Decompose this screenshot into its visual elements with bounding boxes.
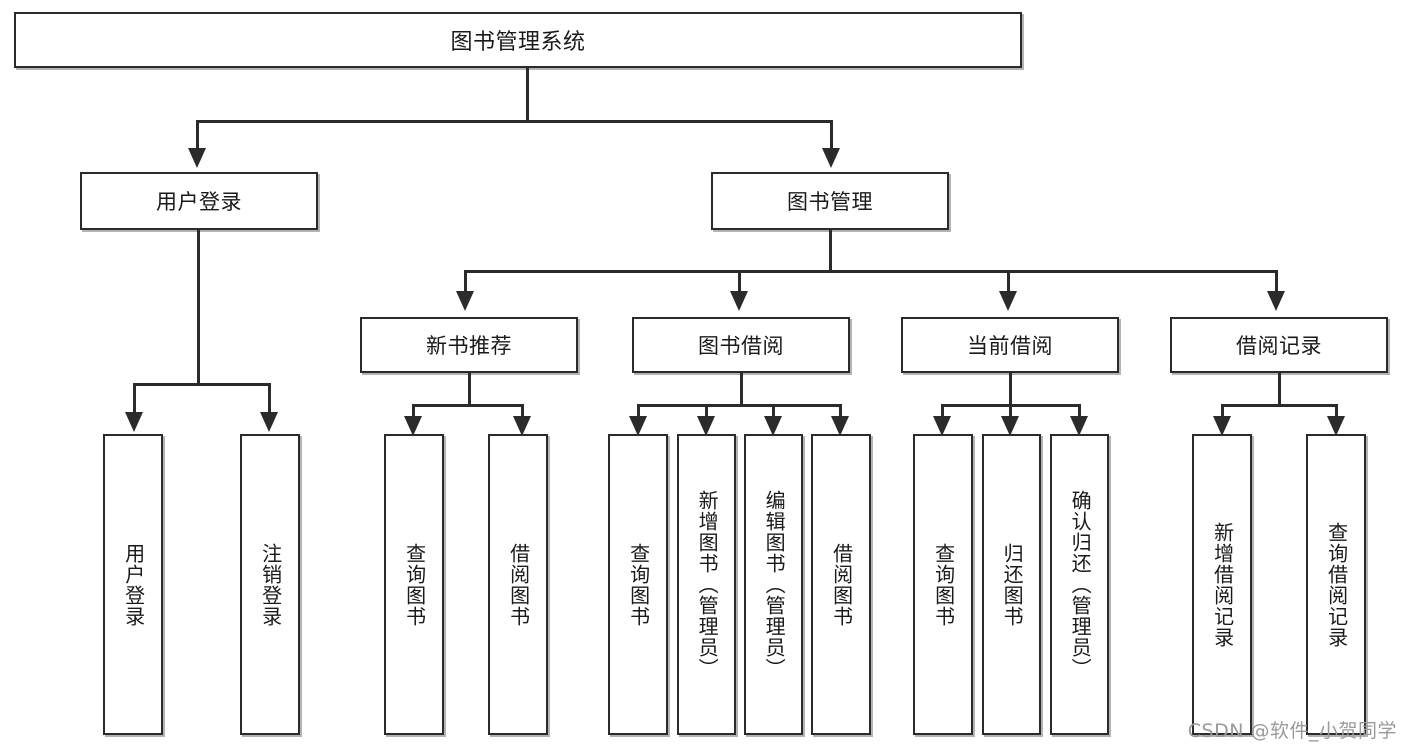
leaf-label: 确认归还（管理员）	[1068, 490, 1093, 679]
leaf-label: 借阅图书	[506, 542, 531, 627]
connector-root-to-book-manage	[830, 120, 833, 149]
arrowhead-to-user-login	[188, 148, 206, 168]
leaf-query-record[interactable]: 查询借阅记录	[1306, 434, 1366, 735]
leaf-borrow-book-1[interactable]: 借阅图书	[488, 434, 548, 735]
leaf-label: 注销登录	[258, 542, 283, 627]
leaf-label: 编辑图书（管理员）	[762, 490, 787, 679]
connector-root-to-user-login	[196, 120, 199, 149]
arrowhead-current-borrow	[999, 291, 1017, 311]
connector-book-borrow-to-leaf-4	[839, 404, 842, 420]
connector-book-borrow-stem	[740, 373, 743, 406]
arrowhead-leaf-edit-book	[764, 416, 782, 436]
connector-book-borrow-to-leaf-1	[637, 404, 640, 420]
arrowhead-leaf-query-book-2	[629, 416, 647, 436]
arrowhead-leaf-add-book	[697, 416, 715, 436]
arrowhead-leaf-add-record	[1213, 416, 1231, 436]
node-label: 当前借阅	[967, 334, 1053, 358]
node-label: 新书推荐	[426, 334, 512, 358]
connector-borrow-record-bus	[1221, 404, 1338, 407]
node-label: 用户登录	[156, 190, 242, 214]
leaf-label: 新增借阅记录	[1210, 521, 1235, 648]
connector-user-login-to-leaf-2	[268, 383, 271, 413]
connector-current-borrow-stem	[1009, 373, 1012, 406]
connector-current-borrow-to-leaf-1	[941, 404, 944, 420]
connector-root-bus	[196, 120, 833, 123]
connector-new-book-to-leaf-2	[521, 404, 524, 420]
arrowhead-leaf-query-book-3	[933, 416, 951, 436]
leaf-query-book-1[interactable]: 查询图书	[384, 434, 444, 735]
arrowhead-leaf-borrow-book-1	[513, 416, 531, 436]
connector-borrow-record-to-leaf-1	[1221, 404, 1224, 420]
leaf-query-book-3[interactable]: 查询图书	[913, 434, 973, 735]
node-borrow-record[interactable]: 借阅记录	[1170, 317, 1388, 373]
leaf-user-login[interactable]: 用户登录	[103, 434, 163, 735]
node-book-borrow[interactable]: 图书借阅	[632, 317, 850, 373]
connector-user-login-stem	[197, 230, 200, 385]
leaf-borrow-book-2[interactable]: 借阅图书	[811, 434, 871, 735]
leaf-query-book-2[interactable]: 查询图书	[608, 434, 668, 735]
connector-book-manage-to-current-borrow	[1007, 270, 1010, 292]
leaf-confirm-return[interactable]: 确认归还（管理员）	[1050, 434, 1109, 735]
leaf-label: 借阅图书	[829, 542, 854, 627]
leaf-return-book[interactable]: 归还图书	[982, 434, 1041, 735]
connector-book-borrow-to-leaf-3	[772, 404, 775, 420]
node-label: 图书管理	[787, 190, 873, 214]
node-new-book-recommend[interactable]: 新书推荐	[360, 317, 578, 373]
connector-new-book-bus	[412, 404, 524, 407]
node-label: 借阅记录	[1236, 334, 1322, 358]
node-label: 图书借阅	[698, 334, 784, 358]
leaf-logout-login[interactable]: 注销登录	[240, 434, 300, 735]
connector-borrow-record-stem	[1278, 373, 1281, 406]
arrowhead-book-borrow	[730, 291, 748, 311]
arrowhead-leaf-return-book	[1001, 416, 1019, 436]
arrowhead-leaf-query-record	[1327, 416, 1345, 436]
leaf-label: 查询图书	[931, 542, 956, 627]
connector-new-book-to-leaf-1	[412, 404, 415, 420]
connector-book-manage-to-borrow-record	[1275, 270, 1278, 292]
connector-current-borrow-to-leaf-3	[1078, 404, 1081, 420]
node-label: 图书管理系统	[450, 30, 586, 55]
connector-book-borrow-to-leaf-2	[705, 404, 708, 420]
connector-borrow-record-to-leaf-2	[1335, 404, 1338, 420]
connector-book-manage-stem	[829, 230, 832, 272]
leaf-edit-book[interactable]: 编辑图书（管理员）	[744, 434, 803, 735]
leaf-add-book[interactable]: 新增图书（管理员）	[677, 434, 736, 735]
leaf-label: 新增图书（管理员）	[695, 490, 720, 679]
leaf-add-record[interactable]: 新增借阅记录	[1192, 434, 1252, 735]
arrowhead-leaf-user-login	[125, 412, 143, 432]
connector-user-login-bus	[133, 383, 271, 386]
arrowhead-leaf-borrow-book-2	[831, 416, 849, 436]
node-book-manage[interactable]: 图书管理	[711, 172, 949, 230]
leaf-label: 查询图书	[626, 542, 651, 627]
arrowhead-borrow-record	[1267, 291, 1285, 311]
connector-book-manage-to-book-borrow	[738, 270, 741, 292]
arrowhead-leaf-confirm-return	[1070, 416, 1088, 436]
connector-current-borrow-to-leaf-2	[1009, 404, 1012, 420]
connector-user-login-to-leaf-1	[133, 383, 136, 413]
connector-book-borrow-bus	[637, 404, 841, 407]
arrowhead-new-book-recommend	[456, 291, 474, 311]
connector-book-manage-to-new-book	[464, 270, 467, 292]
leaf-label: 归还图书	[1000, 542, 1025, 627]
connector-book-manage-bus	[464, 270, 1278, 273]
connector-root-stem	[526, 68, 529, 120]
leaf-label: 用户登录	[121, 542, 146, 627]
node-current-borrow[interactable]: 当前借阅	[901, 317, 1119, 373]
node-user-login[interactable]: 用户登录	[80, 172, 318, 230]
connector-new-book-stem	[468, 373, 471, 406]
leaf-label: 查询图书	[402, 542, 427, 627]
arrowhead-leaf-logout-login	[260, 412, 278, 432]
arrowhead-leaf-query-book-1	[404, 416, 422, 436]
leaf-label: 查询借阅记录	[1324, 521, 1349, 648]
node-root-book-management-system[interactable]: 图书管理系统	[14, 12, 1022, 68]
arrowhead-to-book-manage	[822, 148, 840, 168]
